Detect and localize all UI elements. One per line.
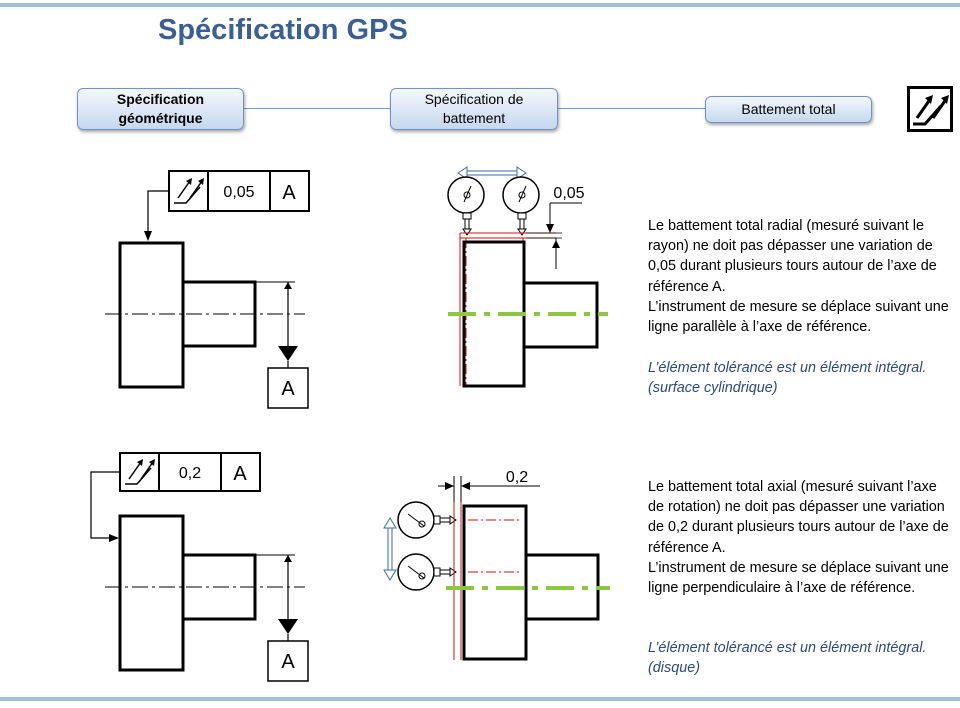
radial-measurement-drawing: 0,05	[447, 166, 608, 388]
control-frame	[168, 170, 310, 212]
frame-tolerance-value: 0,05	[223, 184, 254, 201]
dial-gauge-icon	[502, 176, 540, 236]
flow-step-runout: Spécification de battement	[390, 88, 558, 130]
flow-step-total-runout: Battement total	[705, 96, 872, 123]
radial-description: Le battement total radial (mesuré suivan…	[648, 216, 954, 337]
flow-step-label: Battement total	[741, 101, 836, 117]
datum-letter: A	[281, 651, 295, 673]
page-title: Spécification GPS	[158, 14, 408, 46]
axial-note: L’élément tolérancé est un élément intég…	[648, 640, 927, 677]
description-paragraph: Le battement total radial (mesuré suivan…	[648, 218, 937, 295]
total-runout-symbol-icon	[174, 178, 204, 204]
dial-gauge-icon	[397, 553, 457, 591]
gauge-dimension-value: 0,05	[553, 185, 584, 202]
description-paragraph: L’instrument de mesure se déplace suivan…	[648, 559, 949, 597]
movement-arrow-horizontal	[457, 166, 527, 180]
flow-step-label: Spécification de battement	[424, 91, 524, 126]
dial-gauge-icon	[447, 176, 485, 236]
axial-description: Le battement total axial (mesuré suivant…	[648, 477, 954, 598]
control-frame	[119, 452, 261, 492]
flow-step-label: Spécification géométrique	[116, 91, 205, 126]
frame-datum-letter: A	[282, 182, 296, 204]
datum-box	[267, 640, 309, 682]
frame-datum-letter: A	[233, 463, 247, 485]
flow-connector	[556, 108, 706, 109]
description-paragraph: L’instrument de mesure se déplace suivan…	[648, 298, 949, 336]
top-divider	[0, 3, 960, 7]
bottom-divider	[0, 697, 960, 701]
flow-step-geometric: Spécification géométrique	[77, 88, 244, 130]
datum-letter: A	[281, 378, 295, 400]
radial-note: L’élément tolérancé est un élément intég…	[648, 360, 927, 397]
flow-connector	[242, 108, 391, 109]
description-paragraph: Le battement total axial (mesuré suivant…	[648, 479, 949, 556]
radial-part-drawing: 0,05 A A	[105, 170, 310, 409]
movement-arrow-vertical	[383, 517, 397, 581]
total-runout-icon	[907, 86, 953, 132]
gauge-dimension-value: 0,2	[506, 469, 528, 486]
dial-gauge-icon	[397, 501, 457, 539]
total-runout-symbol-icon	[125, 459, 155, 485]
datum-box	[267, 367, 309, 409]
axial-measurement-drawing: 0,2	[383, 469, 610, 661]
frame-tolerance-value: 0,2	[179, 465, 201, 482]
axial-part-drawing: 0,2 A A	[90, 452, 309, 682]
